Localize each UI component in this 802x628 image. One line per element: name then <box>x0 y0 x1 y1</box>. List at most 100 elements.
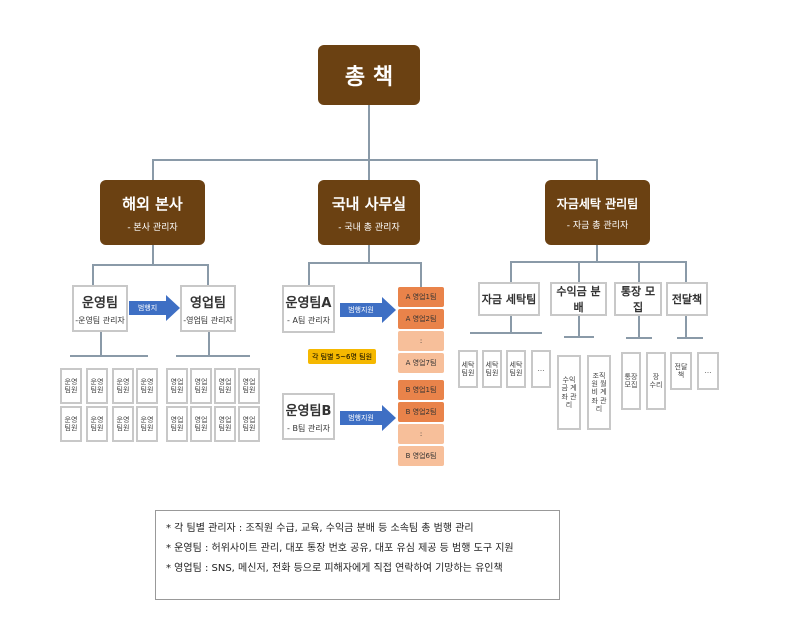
connector <box>685 315 687 338</box>
ops-member: 운영 팀원 <box>112 406 134 442</box>
connector <box>70 355 148 357</box>
laundering-unit: 전달책 <box>666 282 708 316</box>
sales-team-a: A 영업7팀 <box>398 353 444 373</box>
laundering-unit: 수익금 분배 <box>550 282 607 316</box>
ops-member: 운영 팀원 <box>136 406 158 442</box>
sales-member: 영업 팀원 <box>166 368 188 404</box>
sales-member: 영업 팀원 <box>214 406 236 442</box>
sales-team-a: : <box>398 331 444 351</box>
connector <box>92 264 208 266</box>
connector <box>152 159 154 180</box>
sales-member: 영업 팀원 <box>238 406 260 442</box>
node-sub: -운영팀 관리자 <box>75 315 125 325</box>
connector <box>92 264 94 285</box>
connector <box>626 337 652 339</box>
node-title: 영업팀 <box>190 295 226 311</box>
sales-team-b: : <box>398 424 444 444</box>
laundering-team-node: 자금세탁 관리팀 - 자금 총 관리자 <box>545 180 650 245</box>
laundering-member: 세탁 팀원 <box>482 350 502 388</box>
connector <box>420 262 422 287</box>
note-line: * 운영팀 : 허위사이트 관리, 대포 통장 번호 공유, 대포 유심 제공 … <box>166 543 514 554</box>
laundering-member: 장 수리 <box>646 352 666 410</box>
team-size-note: 각 팀별 5~6명 팀원 <box>308 349 376 364</box>
ops-team-a-node: 운영팀A - A팀 관리자 <box>282 285 335 333</box>
ops-member: 운영 팀원 <box>60 406 82 442</box>
sales-team-b: B 영업1팀 <box>398 380 444 400</box>
connector <box>596 159 598 180</box>
connector <box>207 264 209 285</box>
ops-member: 운영 팀원 <box>112 368 134 404</box>
sales-member: 영업 팀원 <box>238 368 260 404</box>
node-title: 국내 사무실 <box>331 194 407 213</box>
sales-team-b: B 영업6팀 <box>398 446 444 466</box>
sales-member: 영업 팀원 <box>190 406 212 442</box>
connector <box>368 245 370 263</box>
laundering-member: 수익금 계좌 관리 <box>557 355 581 430</box>
node-title: 수익금 분배 <box>556 285 601 314</box>
laundering-member: 통장 모집 <box>621 352 641 410</box>
sales-team-a: A 영업2팀 <box>398 309 444 329</box>
node-sub: - 자금 총 관리자 <box>566 220 629 231</box>
ops-member: 운영 팀원 <box>86 406 108 442</box>
connector <box>152 159 598 161</box>
connector <box>368 105 370 160</box>
laundering-member: 세탁 팀원 <box>506 350 526 388</box>
laundering-unit: 통장 모집 <box>614 282 662 316</box>
laundering-member: 세탁 팀원 <box>458 350 478 388</box>
node-title: 전달책 <box>671 293 703 306</box>
arrow-label: 범행지원 <box>340 303 382 317</box>
connector <box>596 245 598 262</box>
arrow-label: 범행지원 <box>340 411 382 425</box>
node-title: 자금 세탁팀 <box>481 293 537 306</box>
support-arrow-a: 범행지원 <box>340 297 396 323</box>
boss-title: 총 책 <box>344 65 394 90</box>
node-title: 운영팀B <box>285 403 332 419</box>
note-line: * 각 팀별 관리자 : 조직원 수급, 교육, 수익금 분배 등 소속팀 총 … <box>166 523 474 534</box>
connector <box>308 262 310 285</box>
laundering-member: … <box>531 350 551 388</box>
node-title: 해외 본사 <box>122 194 183 213</box>
node-sub: -영업팀 관리자 <box>183 315 233 325</box>
notes-box: * 각 팀별 관리자 : 조직원 수급, 교육, 수익금 분배 등 소속팀 총 … <box>155 510 560 600</box>
node-sub: - A팀 관리자 <box>287 316 330 325</box>
boss-node: 총 책 <box>318 45 420 105</box>
connector <box>510 261 686 263</box>
ops-team-node: 운영팀 -운영팀 관리자 <box>72 285 128 332</box>
arrow-label: 범행지원 <box>129 301 166 326</box>
sales-member: 영업 팀원 <box>166 406 188 442</box>
connector <box>100 332 102 356</box>
sales-team-a: A 영업1팀 <box>398 287 444 307</box>
node-sub: - 국내 총 관리자 <box>338 222 400 233</box>
sales-team-b: B 영업2팀 <box>398 402 444 422</box>
connector <box>308 262 422 264</box>
node-title: 통장 모집 <box>620 285 656 314</box>
connector <box>176 355 250 357</box>
ops-member: 운영 팀원 <box>60 368 82 404</box>
overseas-hq-node: 해외 본사 - 본사 관리자 <box>100 180 205 245</box>
support-arrow-b: 범행지원 <box>340 405 396 431</box>
connector <box>638 315 640 338</box>
domestic-office-node: 국내 사무실 - 국내 총 관리자 <box>318 180 420 245</box>
connector <box>685 261 687 282</box>
sales-team-node: 영업팀 -영업팀 관리자 <box>180 285 236 332</box>
laundering-unit: 자금 세탁팀 <box>478 282 540 316</box>
connector <box>510 315 512 333</box>
laundering-member: 전달 책 <box>670 352 692 390</box>
connector <box>564 336 594 338</box>
sales-member: 영업 팀원 <box>214 368 236 404</box>
connector <box>152 245 154 265</box>
node-title: 운영팀 <box>82 295 118 311</box>
laundering-member: … <box>697 352 719 390</box>
note-line: * 영업팀 : SNS, 메신저, 전화 등으로 피해자에게 직접 연락하여 기… <box>166 563 503 574</box>
connector <box>470 332 542 334</box>
ops-team-b-node: 운영팀B - B팀 관리자 <box>282 393 335 440</box>
connector <box>578 261 580 282</box>
connector <box>208 332 210 356</box>
node-sub: - B팀 관리자 <box>287 423 330 433</box>
node-sub: - 본사 관리자 <box>127 222 178 233</box>
connector <box>677 337 703 339</box>
laundering-member: 조직원 월비 계좌 관리 <box>587 355 611 430</box>
connector <box>578 315 580 337</box>
sales-member: 영업 팀원 <box>190 368 212 404</box>
ops-member: 운영 팀원 <box>86 368 108 404</box>
